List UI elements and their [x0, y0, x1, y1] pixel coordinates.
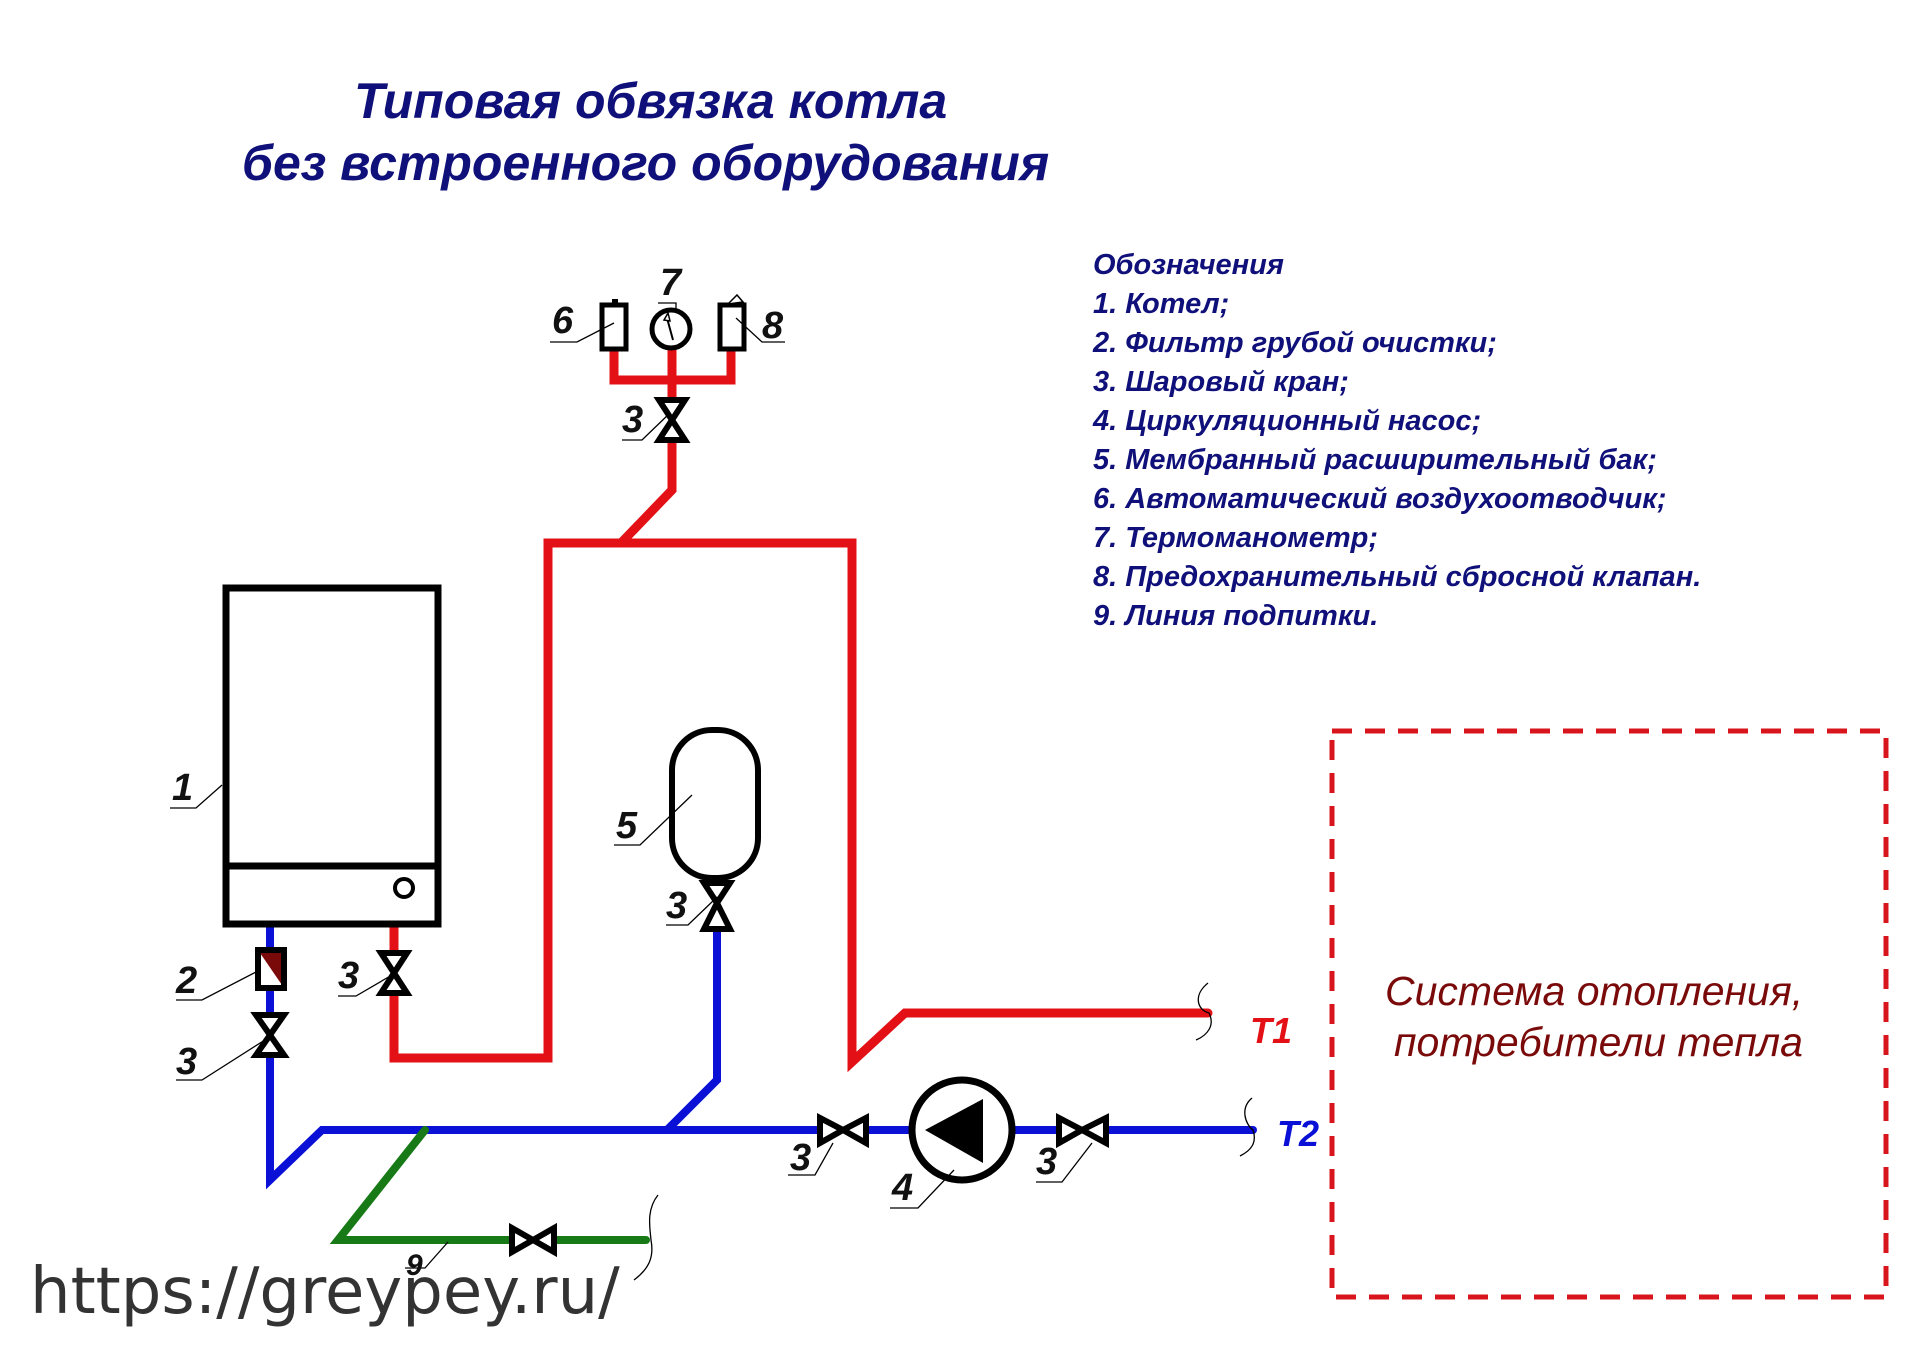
- legend-item: 7. Термоманометр;: [1093, 522, 1378, 554]
- safety-valve: 8: [717, 293, 785, 352]
- title-line-2: без встроенного оборудования: [242, 135, 1049, 191]
- return-pipes: [266, 912, 1257, 1190]
- legend-item: 2. Фильтр грубой очистки;: [1092, 327, 1497, 359]
- legend-heading: Обозначения: [1093, 249, 1284, 281]
- label-valve: 3: [666, 885, 687, 927]
- makeup-label: 9: [405, 1241, 449, 1282]
- filter: 2: [175, 947, 287, 1002]
- supply-line-label: T1: [1250, 1010, 1292, 1051]
- legend-item: 4. Циркуляционный насос;: [1092, 405, 1481, 437]
- legend-item: 1. Котел;: [1093, 288, 1229, 320]
- air-vent: 6: [550, 299, 629, 352]
- makeup-line: [329, 1126, 650, 1244]
- label-valve: 3: [338, 955, 359, 997]
- legend: Обозначения 1. Котел; 2. Фильтр грубой о…: [1092, 249, 1701, 632]
- pipe-break-symbol: [1195, 982, 1212, 1041]
- label-pump: 4: [891, 1167, 913, 1209]
- pipe-break-symbol: [1239, 1097, 1255, 1157]
- makeup-valve: [509, 1222, 557, 1258]
- label-boiler: 1: [172, 767, 193, 809]
- ball-valve: 3: [666, 880, 736, 932]
- label-thermomanometer: 7: [660, 262, 683, 304]
- supply-pipe: [616, 435, 677, 548]
- label-valve: 3: [1036, 1141, 1057, 1183]
- legend-item: 5. Мембранный расширительный бак;: [1093, 444, 1657, 476]
- expansion-tank: 5: [614, 727, 761, 881]
- supply-pipes: [389, 345, 1213, 1073]
- pump-arrow-icon: [925, 1099, 983, 1163]
- legend-item: 3. Шаровый кран;: [1093, 366, 1349, 398]
- legend-item: 8. Предохранительный сбросной клапан.: [1093, 561, 1701, 593]
- watermark-url: https://greypey.ru/: [30, 1255, 620, 1329]
- boiler: 1: [170, 584, 442, 928]
- ball-valve: 3: [1036, 1113, 1109, 1183]
- legend-item: 9. Линия подпитки.: [1093, 600, 1378, 632]
- label-safety-valve: 8: [762, 305, 784, 347]
- boiler-indicator-icon: [393, 877, 415, 899]
- return-line-label: T2: [1277, 1113, 1319, 1154]
- label-air-vent: 6: [552, 300, 574, 342]
- return-pipe: [663, 912, 721, 1134]
- legend-item: 6. Автоматический воздухоотводчик;: [1093, 483, 1667, 515]
- thermomanometer: 7: [649, 262, 693, 351]
- makeup-pipe: [329, 1126, 514, 1244]
- ball-valve: 3: [788, 1113, 869, 1179]
- supply-pipe: [389, 538, 1213, 1073]
- ball-valve: 3: [338, 950, 413, 997]
- circulation-pump: 4: [890, 1076, 1016, 1209]
- label-valve: 3: [622, 399, 643, 441]
- system-label-line-2: потребители тепла: [1394, 1019, 1803, 1065]
- label-filter: 2: [175, 960, 197, 1002]
- gauge-needle-icon: [666, 317, 674, 341]
- label-tank: 5: [616, 805, 638, 847]
- return-pipe: [266, 1052, 824, 1190]
- pipe-break-symbol: [633, 1194, 659, 1281]
- label-makeup-line: 9: [406, 1249, 423, 1282]
- system-label-line-1: Система отопления,: [1385, 968, 1803, 1014]
- label-valve: 3: [176, 1041, 197, 1083]
- heating-system-box: Система отопления, потребители тепла: [1329, 728, 1889, 1300]
- title-line-1: Типовая обвязка котла: [354, 73, 947, 129]
- ball-valve: 3: [622, 397, 691, 443]
- label-valve: 3: [790, 1137, 811, 1179]
- ball-valve: 3: [176, 1012, 290, 1083]
